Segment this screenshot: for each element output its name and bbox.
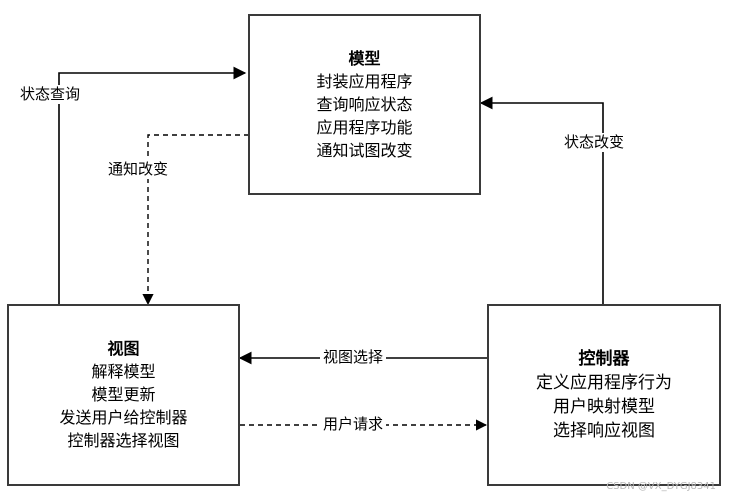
model-line: 查询响应状态	[316, 94, 413, 114]
view-line: 解释模型	[91, 362, 156, 381]
edge-state-query	[58, 66, 247, 304]
controller-title: 控制器	[578, 349, 630, 369]
model-box: 模型 封装应用程序 查询响应状态 应用程序功能 通知试图改变	[248, 14, 481, 195]
controller-line: 选择响应视图	[553, 421, 655, 441]
controller-line: 用户映射模型	[553, 397, 655, 417]
view-title: 视图	[107, 339, 140, 358]
edge-label-view-select: 视图选择	[320, 348, 387, 367]
model-line: 通知试图改变	[316, 140, 413, 160]
edge-label-notify-change: 通知改变	[105, 160, 172, 179]
controller-box: 控制器 定义应用程序行为 用户映射模型 选择响应视图	[487, 304, 721, 486]
edge-state-change	[479, 96, 604, 304]
controller-line: 定义应用程序行为	[536, 373, 672, 393]
view-line: 发送用户给控制器	[59, 408, 188, 427]
view-line: 控制器选择视图	[67, 431, 180, 450]
view-box: 视图 解释模型 模型更新 发送用户给控制器 控制器选择视图	[7, 304, 240, 486]
model-line: 封装应用程序	[316, 71, 413, 91]
edge-notify-change	[142, 134, 249, 306]
edge-label-state-query: 状态查询	[17, 85, 84, 104]
view-line: 模型更新	[91, 385, 156, 404]
edge-label-state-change: 状态改变	[561, 133, 628, 152]
model-title: 模型	[348, 48, 381, 68]
model-line: 应用程序功能	[316, 117, 413, 137]
edge-label-user-request: 用户请求	[320, 415, 387, 434]
watermark: CSDN @VX_DYGJ8341	[606, 481, 716, 492]
